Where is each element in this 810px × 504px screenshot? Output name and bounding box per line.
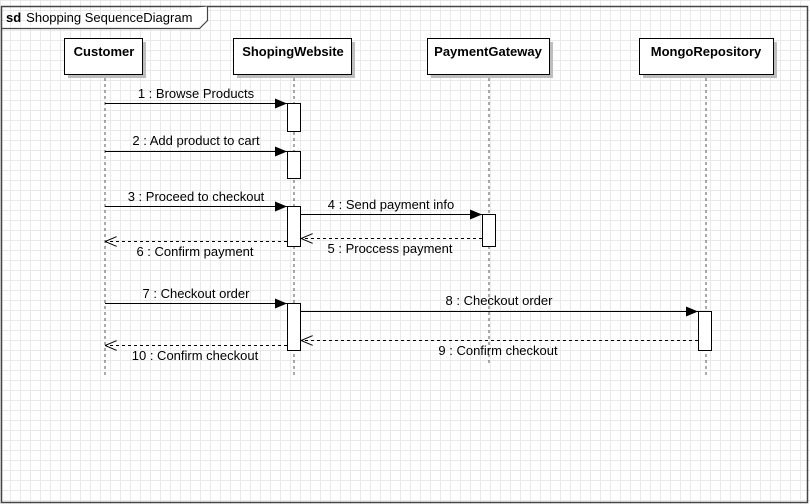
activation-website-3 <box>287 206 301 247</box>
message-label: 8 : Checkout order <box>446 293 554 308</box>
message-2[interactable]: 2 : Add product to cart <box>105 133 287 157</box>
message-7[interactable]: 7 : Checkout order <box>105 286 287 309</box>
messages: 1 : Browse Products 2 : Add product to c… <box>105 86 698 363</box>
activation-repository <box>698 311 712 351</box>
lifelines <box>104 78 707 378</box>
participant-box <box>233 38 352 75</box>
message-label: 4 : Send payment info <box>328 197 454 212</box>
participant-label: Customer <box>74 44 135 59</box>
message-label: 5 : Proccess payment <box>328 241 453 256</box>
message-6[interactable]: 6 : Confirm payment <box>105 242 287 260</box>
participant-website[interactable]: ShopingWebsite <box>233 38 356 79</box>
message-10[interactable]: 10 : Confirm checkout <box>105 346 287 364</box>
frame-title-text: Shopping SequenceDiagram <box>26 10 192 25</box>
message-label: 9 : Confirm checkout <box>438 343 558 358</box>
message-1[interactable]: 1 : Browse Products <box>105 86 287 109</box>
participant-repository[interactable]: MongoRepository <box>639 38 778 79</box>
message-label: 3 : Proceed to checkout <box>128 189 265 204</box>
message-label: 1 : Browse Products <box>138 86 255 101</box>
message-label: 7 : Checkout order <box>143 286 251 301</box>
frame-title: sd Shopping SequenceDiagram <box>6 10 192 25</box>
message-label: 6 : Confirm payment <box>136 244 253 259</box>
message-5[interactable]: 5 : Proccess payment <box>301 239 482 257</box>
frame-border <box>0 5 809 504</box>
message-9[interactable]: 9 : Confirm checkout <box>301 341 698 359</box>
message-4[interactable]: 4 : Send payment info <box>301 197 482 220</box>
participant-label: PaymentGateway <box>434 44 542 59</box>
frame-tab <box>1 6 209 30</box>
frame-keyword: sd <box>6 10 21 25</box>
message-label: 10 : Confirm checkout <box>132 348 259 363</box>
participant-label: MongoRepository <box>651 44 762 59</box>
message-label: 2 : Add product to cart <box>132 133 260 148</box>
participant-label: ShopingWebsite <box>242 44 344 59</box>
participant-box <box>639 38 774 75</box>
participant-customer[interactable]: Customer <box>64 38 147 79</box>
message-8[interactable]: 8 : Checkout order <box>301 293 698 317</box>
diagram-frame: sd Shopping SequenceDiagram <box>0 5 809 504</box>
activation-website-4 <box>287 303 301 351</box>
activation-website-2 <box>287 151 301 179</box>
participant-gateway[interactable]: PaymentGateway <box>427 38 554 79</box>
participant-box <box>64 38 143 75</box>
message-3[interactable]: 3 : Proceed to checkout <box>105 189 287 212</box>
activation-website-1 <box>287 103 301 132</box>
activations <box>287 103 712 351</box>
activation-gateway <box>482 214 496 247</box>
participant-box <box>427 38 550 75</box>
